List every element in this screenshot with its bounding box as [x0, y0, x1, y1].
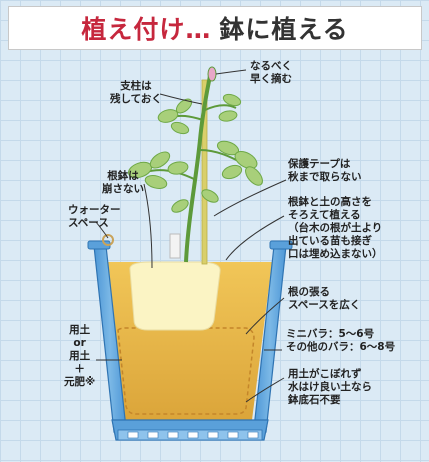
- stem: [184, 75, 212, 263]
- title-box: 植え付け… 鉢に植える: [8, 6, 422, 50]
- protective-tape: [169, 233, 181, 259]
- flower-bud: [207, 66, 217, 82]
- title-planting: 植え付け…: [81, 15, 212, 44]
- label-drainage: 用土がこぼれず 水はけ良い土なら 鉢底石不要: [288, 368, 372, 406]
- pointer-drainage: [245, 377, 285, 403]
- pointer-align: [225, 215, 285, 261]
- stake: [201, 79, 208, 265]
- leaves: [127, 93, 263, 213]
- pointer-rootspace: [245, 297, 285, 335]
- label-pinch: なるべく 早く摘む: [250, 60, 292, 85]
- label-rootball: 根鉢は 崩さない: [102, 170, 144, 195]
- water-drop-icon: [102, 234, 114, 246]
- label-align: 根鉢と土の高さを そろえて植える （台木の根が土より 出ている苗も接ぎ 口は埋め…: [288, 196, 383, 260]
- label-tape: 保護テープは 秋まで取らない: [288, 158, 362, 183]
- label-water-space: ウォーター スペース: [68, 204, 121, 229]
- label-soil: 用土 or 用土 ＋ 元肥※: [64, 324, 96, 388]
- label-stake: 支柱は 残しておく: [110, 80, 162, 105]
- label-root-space: 根の張る スペースを広く: [288, 286, 361, 311]
- label-pot-size: ミニバラ：5～6号 その他のバラ：6～8号: [286, 328, 396, 353]
- title-pot: 鉢に植える: [219, 15, 349, 44]
- pointer-pinch: [215, 69, 247, 75]
- pointer-rootball: [143, 183, 153, 269]
- rootball: [129, 261, 221, 331]
- pointer-water: [95, 221, 109, 239]
- pointer-stake: [159, 93, 203, 105]
- pot-rim-right: [269, 240, 293, 250]
- root-space-outline: [117, 327, 255, 415]
- pointer-tape: [213, 179, 287, 217]
